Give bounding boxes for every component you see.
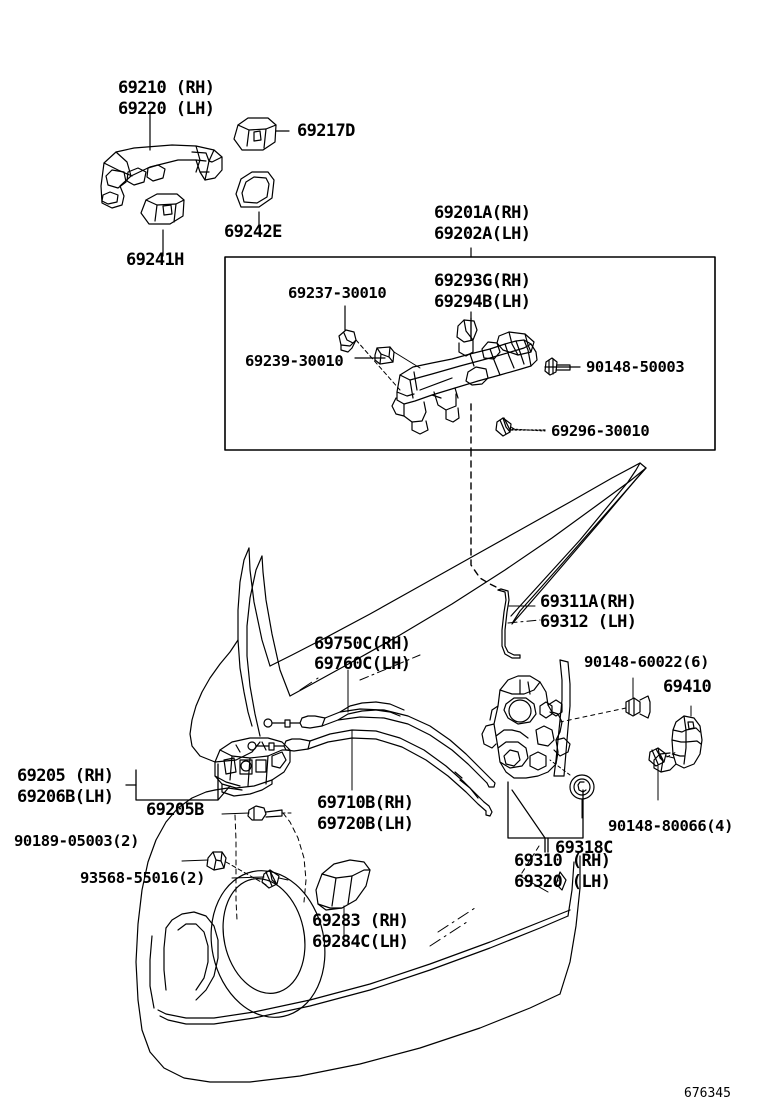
label-69239-30010: 69239-30010: [245, 352, 344, 370]
label-69210-rh: 69210 (RH): [118, 78, 215, 98]
dash-60022-to-lock: [560, 708, 626, 722]
label-90148-60022: 90148-60022(6): [584, 653, 710, 671]
inside-handle-bracket: [126, 764, 230, 800]
label-90189-05003: 90189-05003(2): [14, 832, 140, 850]
lock-group-bracket: [508, 782, 583, 876]
lock-rod-art: [498, 589, 520, 658]
latch-pointer: [556, 872, 566, 890]
label-69310-rh: 69310 (RH): [514, 851, 611, 871]
label-69242e: 69242E: [224, 222, 282, 242]
label-69312-lh: 69312 (LH): [540, 612, 637, 632]
label-69296-30010: 69296-30010: [551, 422, 650, 440]
label-69201a-rh: 69201A(RH): [434, 203, 531, 223]
label-90148-50003: 90148-50003: [586, 358, 685, 376]
screw-90148-60022-art: [626, 696, 650, 718]
cable-assemblies-art: [248, 702, 495, 816]
handle-cover-small-art: [141, 194, 184, 224]
handle-cap-art: [234, 118, 276, 150]
dash-80066: [667, 752, 676, 757]
label-69237-30010: 69237-30010: [288, 284, 387, 302]
label-69311a-rh: 69311A(RH): [540, 592, 637, 612]
label-69283-rh: 69283 (RH): [312, 911, 409, 931]
assembly-line-69239: [394, 352, 420, 368]
label-69720b-lh: 69720B(LH): [317, 814, 414, 834]
label-69284c-lh: 69284C(LH): [312, 932, 409, 952]
label-69293g-rh: 69293G(RH): [434, 271, 531, 291]
dashdot-lower-2: [438, 906, 478, 932]
lock-assembly-box: [225, 257, 715, 450]
assembly-dash-69237: [356, 340, 400, 390]
door-lock-assembly-art: [482, 660, 570, 778]
handle-cover-69283-art: [316, 860, 370, 910]
label-69318c: 69318C: [555, 838, 613, 858]
leader-69310-art: [520, 876, 548, 892]
leader-69750c-dash: [360, 655, 420, 680]
label-69217d: 69217D: [297, 121, 355, 141]
leader-69312: [508, 620, 540, 623]
inside-handle-art: [215, 738, 290, 796]
figure-number: 676345: [684, 1086, 731, 1101]
label-69750c-rh: 69750C(RH): [314, 634, 411, 654]
dash-to-door: [471, 450, 500, 589]
striker-69410-art: [654, 716, 702, 772]
dashdot-lower-1: [430, 920, 470, 946]
label-93568-55016: 93568-55016(2): [80, 869, 206, 887]
label-69202a-lh: 69202A(LH): [434, 224, 531, 244]
label-69205b: 69205B: [146, 800, 204, 820]
label-69206b-lh: 69206B(LH): [17, 787, 114, 807]
label-69760c-lh: 69760C(LH): [314, 654, 411, 674]
label-69241h: 69241H: [126, 250, 184, 270]
handle-bezel-art: [236, 172, 274, 207]
leader-90189: [182, 860, 208, 861]
pin-69205b-art: [248, 806, 282, 820]
clip-69237-art: [339, 330, 356, 352]
label-69320-lh: 69320 (LH): [514, 872, 611, 892]
grommet-69318c-art: [570, 775, 594, 799]
label-90148-80066: 90148-80066(4): [608, 817, 734, 835]
screw-69296-art: [496, 418, 516, 436]
dash-69318c: [550, 760, 570, 775]
leader-69205b: [222, 813, 249, 814]
label-69205-rh: 69205 (RH): [17, 766, 114, 786]
nut-90189-05003-art: [207, 852, 226, 870]
leader-69296: [512, 429, 545, 431]
outside-door-handle-art: [101, 145, 222, 208]
plug-69239-art: [375, 347, 394, 364]
label-69220-lh: 69220 (LH): [118, 99, 215, 119]
leader-lines-top: [150, 113, 289, 256]
label-69294b-lh: 69294B(LH): [434, 292, 531, 312]
label-69410: 69410: [663, 677, 712, 697]
screw-93568-55016-art: [262, 870, 288, 888]
handle-frame-art: [392, 320, 537, 434]
leader-93568: [232, 877, 264, 878]
door-body-outline: [136, 463, 646, 1082]
label-69710b-rh: 69710B(RH): [317, 793, 414, 813]
